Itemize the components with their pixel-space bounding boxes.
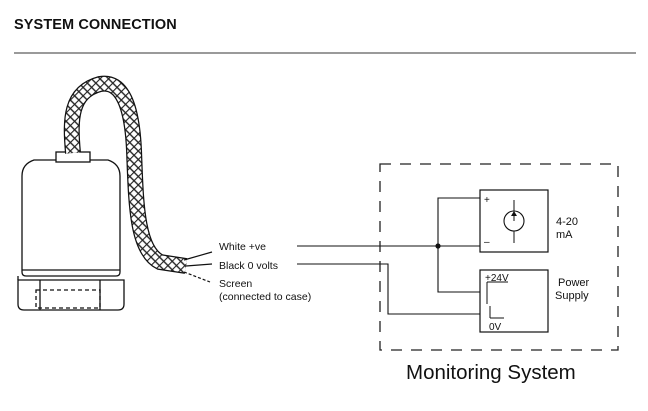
wire-screen-end	[183, 271, 211, 283]
power-supply-box	[479, 269, 549, 333]
transducer-body	[21, 159, 121, 277]
wire-black-end	[185, 263, 213, 267]
page-title: SYSTEM CONNECTION	[14, 17, 177, 33]
junction-dot	[435, 243, 441, 249]
supply-negative-label: 0V	[489, 322, 502, 333]
wire-screen-label: Screen	[219, 278, 252, 290]
meter-box	[479, 189, 549, 253]
supply-label-line1: Power	[558, 277, 590, 289]
supply-positive-label: +24V	[485, 273, 509, 284]
wire-screen-note: (connected to case)	[219, 291, 311, 303]
transducer-thread-hidden	[35, 289, 101, 309]
wire-white-end	[183, 251, 213, 261]
meter-minus-label: –	[484, 237, 490, 248]
wire-black-label: Black 0 volts	[219, 260, 278, 272]
zero-volt-line	[297, 263, 480, 315]
meter-plus-label: +	[484, 195, 490, 206]
supply-label-line2: Supply	[555, 290, 589, 302]
meter-label-line2: mA	[556, 229, 573, 241]
transducer-cable-gland	[55, 151, 91, 163]
monitoring-system-label: Monitoring System	[406, 361, 576, 384]
transducer	[17, 151, 125, 311]
wire-ends	[183, 251, 213, 283]
meter-label-line1: 4-20	[556, 216, 578, 228]
transducer-hex-nut	[17, 279, 125, 311]
connection-lines	[297, 197, 480, 315]
loop-return-line	[437, 197, 480, 293]
monitoring-system-boundary	[379, 163, 619, 351]
header-divider	[14, 52, 636, 54]
wire-white-label: White +ve	[219, 241, 266, 253]
